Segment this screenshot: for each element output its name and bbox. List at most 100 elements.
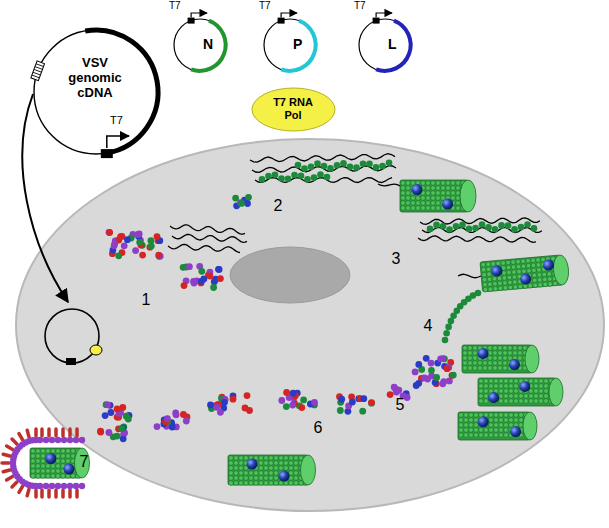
t7-promoter bbox=[66, 358, 76, 365]
gene-label: L bbox=[388, 36, 397, 52]
protein-dot bbox=[120, 435, 127, 442]
n-protein bbox=[289, 466, 294, 471]
protein-dot bbox=[387, 391, 394, 398]
n-protein bbox=[533, 283, 538, 288]
g-protein-spike bbox=[12, 439, 17, 444]
n-protein bbox=[451, 196, 456, 201]
protein-dot bbox=[221, 399, 228, 406]
protein-dot bbox=[79, 437, 85, 443]
plasmid-circle: T7P bbox=[255, 0, 325, 74]
n-protein bbox=[504, 399, 509, 404]
promoter-arrow bbox=[191, 13, 207, 18]
n-protein bbox=[284, 456, 289, 461]
protein-dot bbox=[118, 425, 125, 432]
protein-dot bbox=[73, 483, 79, 489]
n-protein bbox=[486, 262, 491, 267]
protein-dot bbox=[475, 290, 482, 297]
promoter-label: T7 bbox=[354, 0, 366, 11]
n-protein bbox=[514, 399, 519, 404]
n-protein bbox=[66, 454, 71, 459]
g-protein-spike bbox=[54, 429, 58, 436]
n-protein bbox=[456, 186, 461, 191]
n-protein bbox=[294, 461, 299, 466]
n-protein bbox=[463, 346, 468, 351]
n-protein bbox=[406, 181, 411, 186]
n-protein bbox=[41, 454, 46, 459]
n-protein bbox=[274, 461, 279, 466]
n-protein bbox=[531, 263, 536, 268]
n-protein bbox=[274, 456, 279, 461]
protein-dot bbox=[164, 415, 171, 422]
n-protein bbox=[483, 287, 488, 292]
n-protein bbox=[499, 428, 504, 433]
n-protein bbox=[488, 287, 493, 292]
nucleocapsid-body bbox=[462, 345, 532, 373]
callout-number: 4 bbox=[424, 317, 433, 335]
node-outline bbox=[255, 0, 325, 74]
callout-number: 2 bbox=[274, 197, 283, 215]
n-protein bbox=[229, 476, 234, 481]
n-protein bbox=[469, 418, 474, 423]
n-protein bbox=[479, 384, 484, 389]
n-protein bbox=[509, 418, 514, 423]
protein-dot bbox=[353, 164, 360, 171]
n-protein bbox=[234, 481, 239, 486]
protein-dot bbox=[433, 222, 440, 229]
promoter-label: T7 bbox=[169, 0, 181, 11]
n-protein bbox=[479, 389, 484, 394]
n-protein bbox=[486, 267, 491, 272]
mrna-strand bbox=[168, 244, 240, 252]
g-protein-spike bbox=[40, 429, 44, 436]
n-protein bbox=[456, 206, 461, 211]
n-protein bbox=[503, 366, 508, 371]
protein-dot bbox=[433, 374, 440, 381]
n-protein bbox=[493, 351, 498, 356]
protein-dot bbox=[244, 392, 251, 399]
protein-dot bbox=[278, 397, 285, 404]
gene-label: N bbox=[203, 36, 213, 52]
n-protein bbox=[264, 456, 269, 461]
plasmid-backbone bbox=[34, 30, 158, 154]
protein-dot bbox=[347, 164, 354, 171]
n-protein bbox=[521, 269, 526, 274]
n-protein bbox=[481, 267, 486, 272]
n-protein bbox=[411, 181, 416, 186]
protein-dot bbox=[472, 225, 479, 232]
n-protein bbox=[411, 196, 416, 201]
n-protein bbox=[534, 394, 539, 399]
l-polymerase bbox=[520, 273, 532, 285]
n-protein bbox=[249, 471, 254, 476]
n-protein bbox=[239, 476, 244, 481]
protein-dot bbox=[272, 172, 279, 179]
n-protein bbox=[512, 280, 517, 285]
n-protein bbox=[504, 418, 509, 423]
nucleocapsid bbox=[228, 455, 316, 485]
g-protein-spike bbox=[34, 429, 38, 436]
protein-dot bbox=[415, 361, 422, 368]
n-protein bbox=[244, 476, 249, 481]
protein-dot bbox=[119, 404, 126, 411]
n-protein bbox=[494, 418, 499, 423]
protein-dot bbox=[366, 161, 373, 168]
g-protein-spike bbox=[2, 461, 9, 465]
protein-dot bbox=[198, 268, 205, 275]
n-protein bbox=[537, 277, 542, 282]
n-protein bbox=[543, 282, 548, 287]
protein-dot bbox=[244, 200, 251, 207]
n-protein bbox=[526, 268, 531, 273]
protein-dot bbox=[446, 226, 453, 233]
n-protein bbox=[494, 423, 499, 428]
protein-dot bbox=[285, 176, 292, 183]
n-protein bbox=[534, 389, 539, 394]
mrna-strand bbox=[255, 178, 392, 183]
t7-promoter bbox=[373, 18, 380, 24]
protein-dot bbox=[154, 423, 161, 430]
protein-dot bbox=[155, 252, 162, 259]
n-protein bbox=[479, 394, 484, 399]
n-protein bbox=[499, 399, 504, 404]
n-protein bbox=[488, 366, 493, 371]
l-polymerase bbox=[412, 184, 423, 195]
plasmid-backbone bbox=[174, 19, 226, 71]
n-protein bbox=[289, 471, 294, 476]
protein-dot bbox=[67, 483, 73, 489]
